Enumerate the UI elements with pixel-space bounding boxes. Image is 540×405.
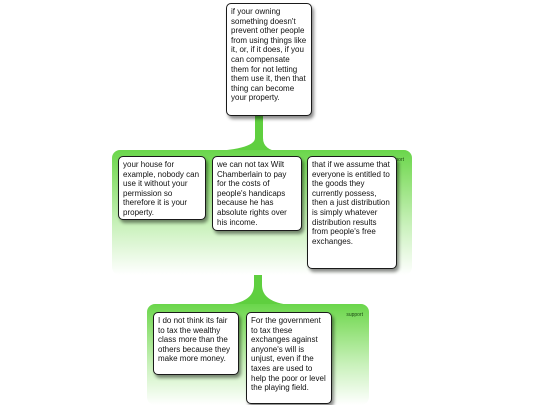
root-claim-text: if your owning something doesn't prevent…: [231, 7, 307, 103]
support-node-tax-wealthy-text: I do not think its fair to tax the wealt…: [158, 316, 231, 364]
support-node-tax-wealthy[interactable]: I do not think its fair to tax the wealt…: [153, 312, 239, 375]
support-node-just-distribution-text: that if we assume that everyone is entit…: [312, 160, 390, 246]
support-node-government-tax[interactable]: For the government to tax these exchange…: [246, 312, 332, 404]
support-node-government-tax-text: For the government to tax these exchange…: [251, 316, 326, 393]
support-node-just-distribution[interactable]: that if we assume that everyone is entit…: [307, 156, 397, 269]
support-node-wilt-chamberlain[interactable]: we can not tax Wilt Chamberlain to pay f…: [212, 156, 302, 231]
support-node-house-text: your house for example, nobody can use i…: [123, 160, 200, 217]
support-group-2-label: support: [346, 312, 363, 318]
support-node-house[interactable]: your house for example, nobody can use i…: [118, 156, 206, 220]
connector-stem-1: [200, 116, 280, 152]
support-node-wilt-chamberlain-text: we can not tax Wilt Chamberlain to pay f…: [217, 160, 287, 227]
root-claim-node[interactable]: if your owning something doesn't prevent…: [226, 3, 312, 116]
